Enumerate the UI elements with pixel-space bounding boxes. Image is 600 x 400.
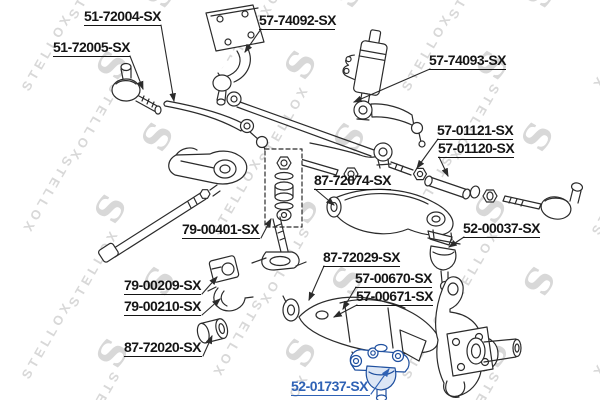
part-label-79-00209[interactable]: 79-00209-SX xyxy=(124,277,202,295)
idler-arm-drawing xyxy=(353,100,426,148)
part-label-57-00670[interactable]: 57-00670-SX xyxy=(355,270,433,288)
tie-rod-end-right-drawing xyxy=(502,182,584,220)
stabilizer-link-kit-drawing xyxy=(251,148,307,271)
control-arm-bushing-drawing xyxy=(196,318,229,344)
upper-control-arm-drawing xyxy=(288,154,454,246)
leader-lines xyxy=(129,24,465,395)
part-label-79-00210[interactable]: 79-00210-SX xyxy=(124,298,202,316)
part-label-87-72020[interactable]: 87-72020-SX xyxy=(124,339,202,357)
relay-rod-drawing xyxy=(226,91,428,181)
pitman-arm-drawing xyxy=(168,147,248,185)
adjusting-tube-drawing xyxy=(424,175,498,203)
part-label-57-74092[interactable]: 57-74092-SX xyxy=(259,12,337,30)
strut-rod-drawing xyxy=(98,184,221,263)
part-label-52-01737-selected[interactable]: 52-01737-SX xyxy=(291,378,370,396)
part-label-87-72029[interactable]: 87-72029-SX xyxy=(323,249,401,267)
part-label-79-00401[interactable]: 79-00401-SX xyxy=(182,221,260,239)
stabilizer-bushing-drawing xyxy=(207,255,254,312)
center-link-drawing xyxy=(163,100,269,156)
part-label-87-72074[interactable]: 87-72074-SX xyxy=(314,172,392,190)
part-label-52-00037[interactable]: 52-00037-SX xyxy=(463,220,541,238)
part-label-51-72004[interactable]: 51-72004-SX xyxy=(84,8,162,26)
lower-ball-joint-highlight-drawing xyxy=(349,343,410,400)
part-label-57-74093[interactable]: 57-74093-SX xyxy=(429,52,507,70)
part-label-57-01121[interactable]: 57-01121-SX xyxy=(437,122,514,140)
part-label-57-01120[interactable]: 57-01120-SX xyxy=(438,140,515,158)
part-label-51-72005[interactable]: 51-72005-SX xyxy=(53,39,131,57)
steering-bracket-drawing xyxy=(205,4,265,106)
tie-rod-end-left-drawing xyxy=(111,62,162,115)
part-label-57-00671[interactable]: 57-00671-SX xyxy=(356,288,434,306)
steering-knuckle-drawing xyxy=(435,276,522,398)
